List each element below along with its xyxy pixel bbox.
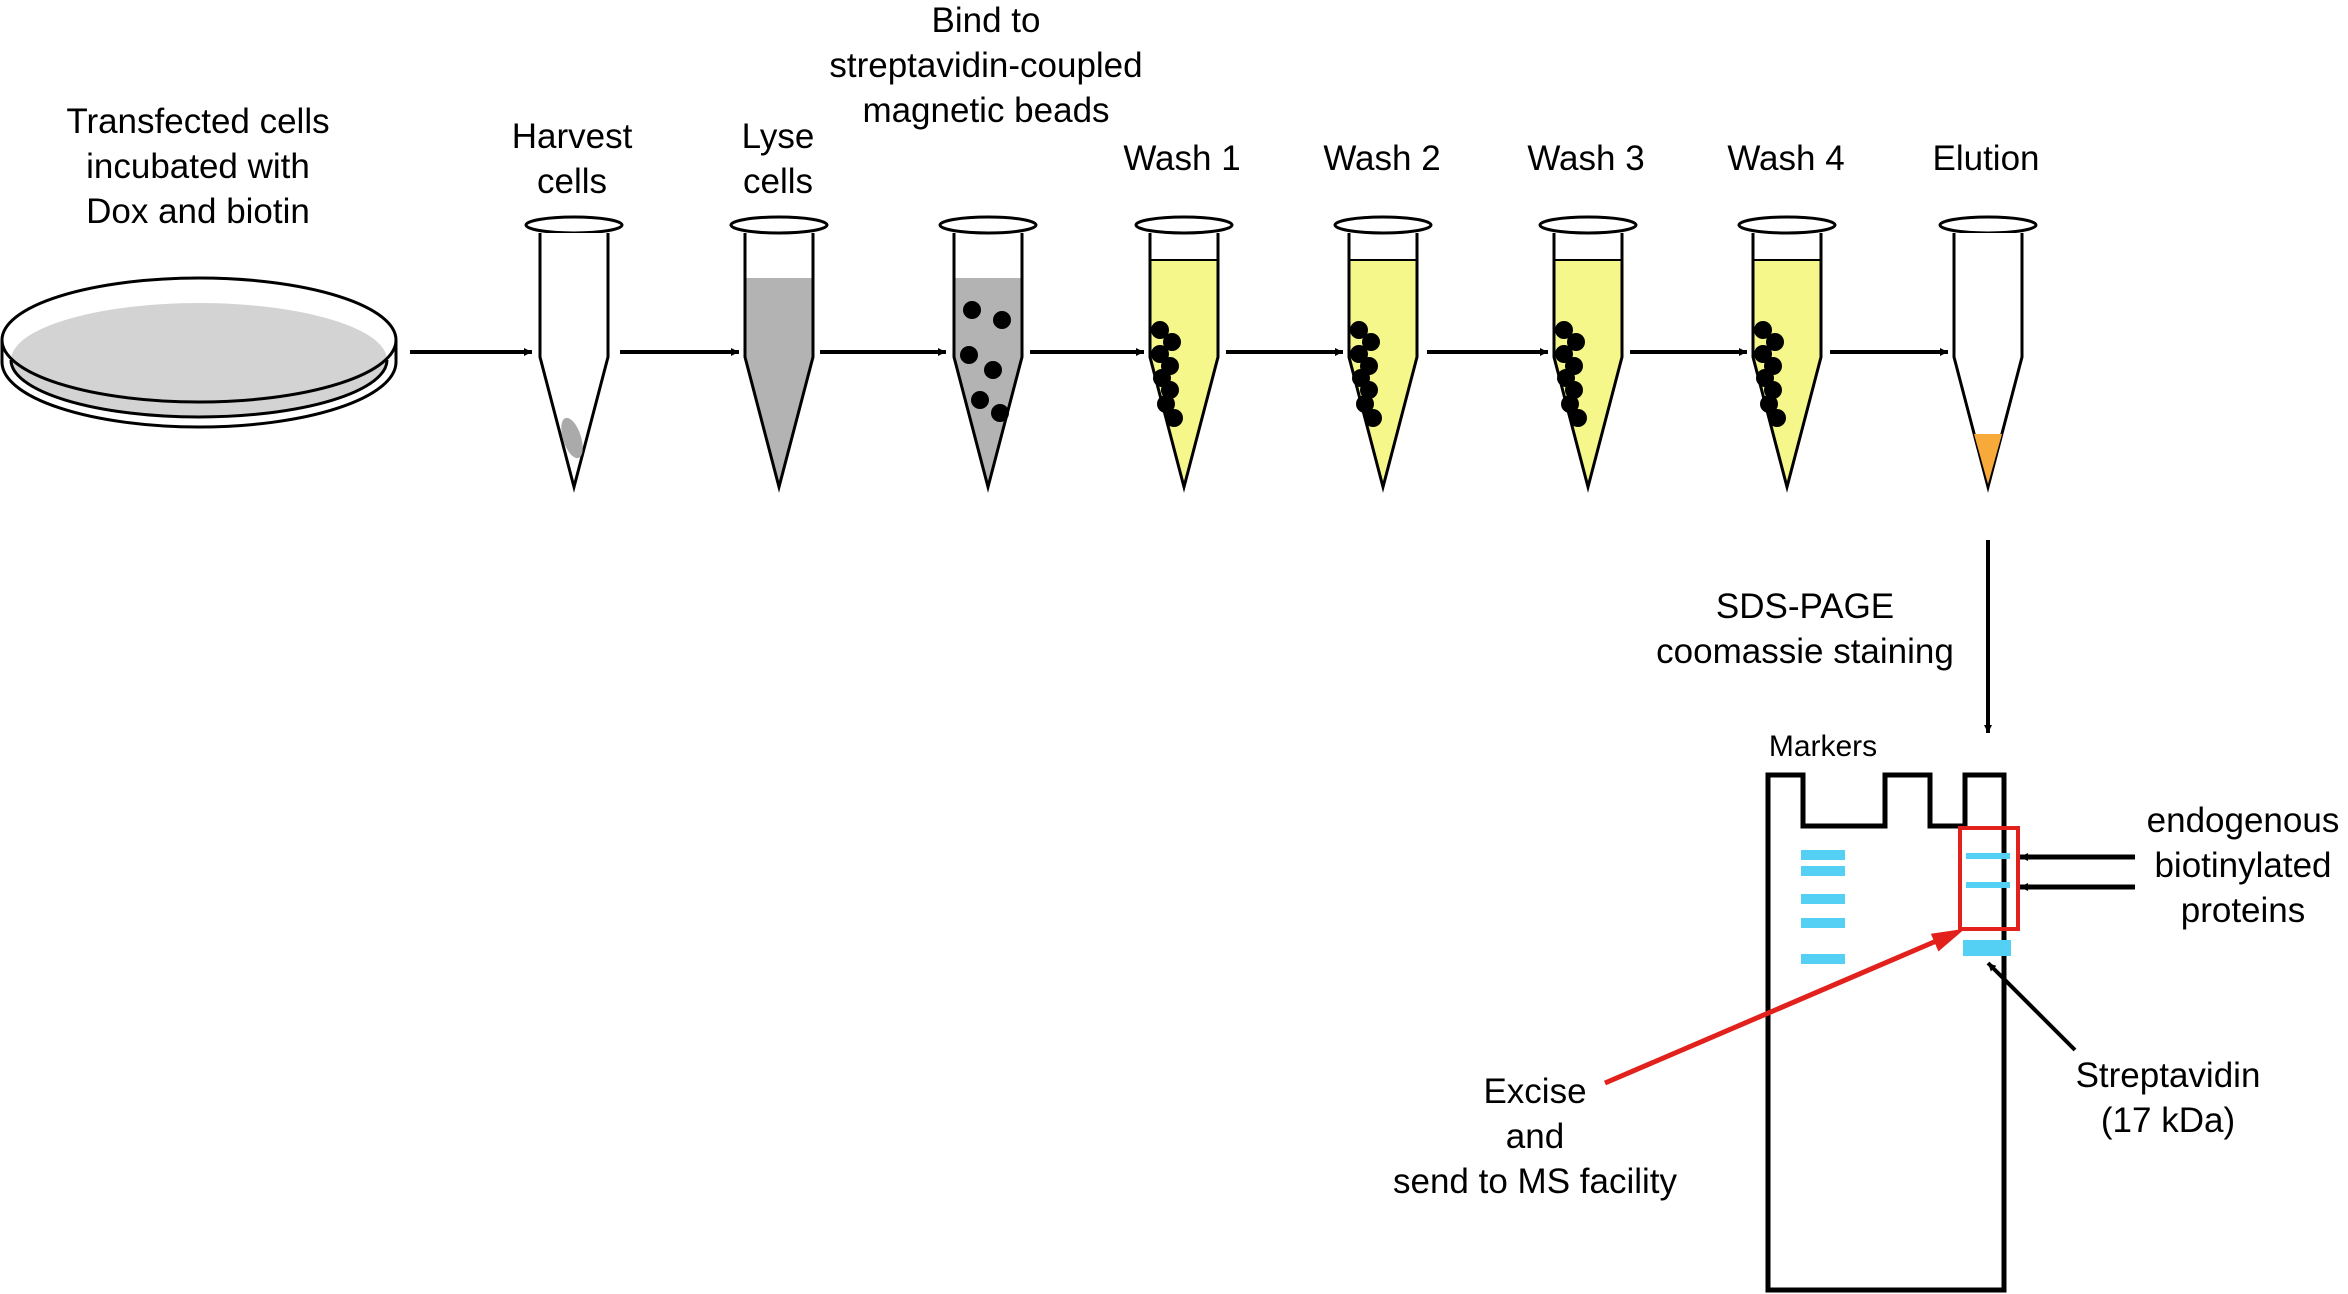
flow-arrows (410, 348, 1992, 733)
lyse-label-line-1: Lyse (742, 117, 815, 156)
wash-buffer-fill (1752, 260, 1822, 487)
harvest-label-line-1: Harvest (512, 117, 633, 156)
wash-4-label: Wash 4 (1727, 139, 1844, 178)
bind-tube (938, 215, 1038, 493)
harvest-label-line-2: cells (537, 162, 607, 201)
wash-buffer-fill (1553, 260, 1623, 487)
excise-arrow (1604, 930, 1956, 1086)
excise-label-line-2: and (1506, 1117, 1564, 1156)
dish-label-line-1: Transfected cells (66, 102, 329, 141)
wash-buffer-fill (1149, 260, 1219, 487)
bound-beads (1151, 321, 1183, 427)
wash-2-label: Wash 2 (1323, 139, 1440, 178)
excise-label-line-3: send to MS facility (1393, 1162, 1677, 1201)
bind-label-line-2: streptavidin-coupled (829, 46, 1142, 85)
streptavidin-band (1963, 940, 2011, 956)
marker-band (1801, 850, 1845, 860)
eluate-fill (1974, 434, 2002, 484)
marker-band (1801, 954, 1845, 964)
wash-3-label: Wash 3 (1527, 139, 1644, 178)
bound-beads (1754, 321, 1786, 427)
bind-label-line-1: Bind to (932, 1, 1041, 40)
bind-lysate-fill (953, 278, 1023, 487)
dish-label-line-3: Dox and biotin (86, 192, 310, 231)
endogenous-label-line-3: proteins (2181, 891, 2306, 930)
wash-buffer-fill (1348, 260, 1418, 487)
streptavidin-arrow (1986, 961, 2077, 1052)
marker-bands (1801, 850, 1845, 964)
excise-arrowhead (1930, 928, 1965, 952)
lyse-label-line-2: cells (743, 162, 813, 201)
markers-label: Markers (1769, 730, 1877, 763)
endogenous-band-1 (1966, 853, 2010, 859)
wash-1-label: Wash 1 (1123, 139, 1240, 178)
petri-dish (0, 276, 398, 429)
cell-pellet (561, 417, 583, 459)
marker-band (1801, 918, 1845, 928)
sds-page-label-line-1: SDS-PAGE (1716, 587, 1894, 626)
endogenous-label-line-2: biotinylated (2154, 846, 2331, 885)
sample-bands (1963, 853, 2011, 956)
elution-tube (1938, 215, 2038, 493)
wash-4-tube (1737, 215, 1837, 493)
magnetic-beads (960, 301, 1011, 422)
bind-label-line-3: magnetic beads (862, 91, 1109, 130)
lysate-fill (744, 278, 814, 487)
wash-3-tube (1538, 215, 1638, 493)
gel-outline (1765, 772, 2007, 1293)
excise-label-line-1: Excise (1483, 1072, 1586, 1111)
wash-2-tube (1333, 215, 1433, 493)
excise-box (1958, 826, 2020, 931)
harvest-tube (524, 215, 624, 493)
endogenous-label-line-1: endogenous (2147, 801, 2340, 840)
streptavidin-label-line-1: Streptavidin (2076, 1056, 2261, 1095)
marker-band (1801, 866, 1845, 876)
bound-beads (1350, 321, 1382, 427)
endogenous-band-2 (1966, 882, 2010, 888)
marker-band (1801, 894, 1845, 904)
sds-page-label-line-2: coomassie staining (1656, 632, 1954, 671)
wash-1-tube (1134, 215, 1234, 493)
lyse-tube (729, 215, 829, 493)
streptavidin-label-line-2: (17 kDa) (2101, 1101, 2235, 1140)
elution-label: Elution (1932, 139, 2039, 178)
dish-label-line-2: incubated with (86, 147, 310, 186)
bound-beads (1555, 321, 1587, 427)
